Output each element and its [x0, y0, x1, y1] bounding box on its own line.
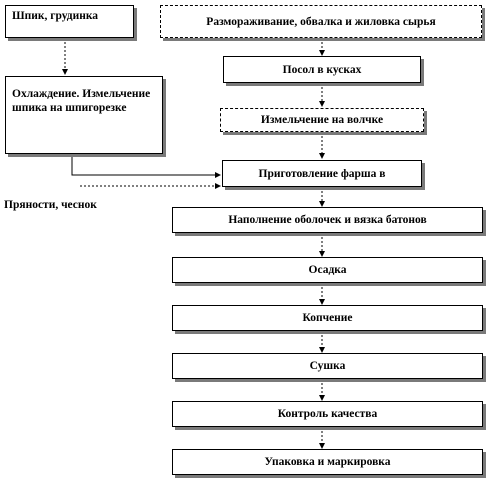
step-7: Копчение — [172, 305, 483, 331]
step-10-label: Упаковка и маркировка — [264, 456, 391, 468]
step-2: Посол в кусках — [223, 56, 421, 83]
step-8: Сушка — [172, 353, 483, 379]
step-9: Контроль качества — [172, 401, 483, 427]
step-8-label: Сушка — [309, 360, 346, 372]
step-1-label: Размораживание, обвалка и жиловка сырья — [206, 15, 436, 28]
step-5-label: Наполнение оболочек и вязка батонов — [228, 214, 427, 226]
box-cooling: Охлаждение. Измельчение шпика на шпигоре… — [5, 76, 163, 154]
raw-meat-label: Шпик, грудинка — [12, 10, 99, 22]
cooling-label: Охлаждение. Измельчение шпика на шпигоре… — [12, 88, 151, 114]
step-6: Осадка — [172, 257, 483, 283]
spices-label: Пряности, чеснок — [4, 199, 97, 211]
step-2-label: Посол в кусках — [282, 63, 362, 76]
step-7-label: Копчение — [302, 312, 353, 324]
step-10: Упаковка и маркировка — [172, 449, 483, 475]
step-3: Измельчение на волчке — [220, 108, 424, 132]
step-5: Наполнение оболочек и вязка батонов — [172, 207, 483, 233]
step-3-label: Измельчение на волчке — [260, 114, 384, 126]
step-4-label: Приготовление фарша в — [258, 167, 386, 180]
step-1: Размораживание, обвалка и жиловка сырья — [160, 5, 482, 38]
step-9-label: Контроль качества — [277, 408, 378, 420]
step-4: Приготовление фарша в — [222, 160, 422, 187]
step-6-label: Осадка — [308, 264, 347, 276]
box-raw-meat: Шпик, грудинка — [5, 5, 134, 38]
arrow-cooling-to-step4 — [71, 154, 221, 178]
